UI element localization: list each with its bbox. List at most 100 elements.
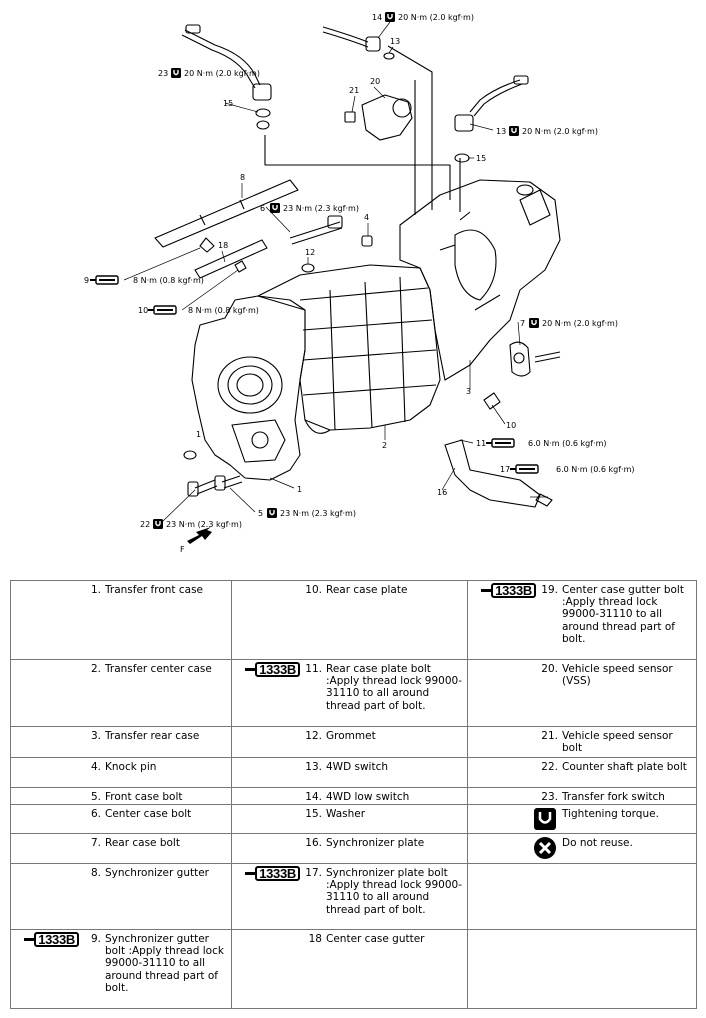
legend-cell: 4. Knock pin bbox=[10, 757, 232, 788]
callout-2: 2 bbox=[382, 441, 387, 450]
legend-item-text: Vehicle speed sensor (VSS) bbox=[562, 663, 673, 688]
callout-9-torque: 8 N·m (0.8 kgf·m) bbox=[133, 276, 204, 285]
legend-item-number: 17. bbox=[305, 867, 322, 879]
callout-9: 9 bbox=[84, 276, 89, 285]
do-not-reuse-icon bbox=[534, 837, 556, 859]
thread-lock-icon bbox=[509, 464, 539, 474]
legend-row: 6.Center case bolt 15. Washer Tightening to… bbox=[10, 804, 697, 834]
callout-14: 14 bbox=[372, 13, 382, 22]
legend-item-text: Synchronizer gutter bolt :Apply thread l… bbox=[105, 933, 224, 994]
callout-6: 6 bbox=[260, 204, 265, 213]
legend-item-text: Vehicle speed sensor bolt bbox=[562, 730, 673, 755]
leader-lines bbox=[123, 21, 548, 523]
callout-17-torque: 6.0 N·m (0.6 kgf·m) bbox=[556, 465, 635, 474]
parts-legend-table: 1.Transfer front case 10. Rear case plate 1… bbox=[10, 580, 697, 1009]
legend-item-number: 6. bbox=[90, 808, 101, 820]
callout-13-washer: 13 bbox=[390, 37, 400, 46]
legend-cell: 16.Synchronizer plate bbox=[231, 833, 468, 864]
callout-20: 20 bbox=[370, 77, 380, 86]
callout-21: 21 bbox=[349, 86, 359, 95]
legend-cell: 20.Vehicle speed sensor (VSS) bbox=[467, 659, 697, 727]
legend-item-number: 14. bbox=[305, 791, 322, 803]
thread-lock-icon bbox=[485, 438, 515, 448]
legend-item-number: 22. bbox=[541, 761, 558, 773]
callout-17: 17 bbox=[500, 465, 510, 474]
torque-icon bbox=[534, 808, 556, 830]
torque-icon bbox=[508, 125, 520, 137]
legend-cell: 15. Washer bbox=[231, 804, 468, 834]
legend-cell: 21. Vehicle speed sensor bolt bbox=[467, 726, 697, 758]
thread-lock-code: 1333B bbox=[491, 583, 536, 598]
legend-item-text: Synchronizer plate bbox=[326, 837, 425, 849]
callout-13: 13 bbox=[496, 127, 506, 136]
legend-item-number: 4. bbox=[90, 761, 101, 773]
legend-cell: 8.Synchronizer gutter bbox=[10, 863, 232, 930]
torque-icon bbox=[384, 11, 396, 23]
legend-row: 1.Transfer front case 10. Rear case plate 1… bbox=[10, 580, 697, 660]
callout-22: 22 bbox=[140, 520, 150, 529]
thread-lock-icon bbox=[147, 305, 177, 315]
legend-cell bbox=[467, 863, 697, 930]
legend-item-text: Synchronizer plate bolt :Apply thread lo… bbox=[326, 867, 462, 916]
thread-lock-icon bbox=[89, 275, 119, 285]
torque-icon bbox=[152, 518, 164, 530]
thread-lock-code: 1333B bbox=[34, 932, 79, 947]
callout-6-torque: 23 N·m (2.3 kgf·m) bbox=[283, 204, 359, 213]
legend-cell: 1333B 17. Synchronizer plate bolt :Apply t… bbox=[231, 863, 468, 930]
legend-item-text: Transfer fork switch bbox=[562, 791, 665, 803]
thread-lock-badge-icon: 1333B bbox=[481, 583, 536, 598]
callout-7: 7 bbox=[520, 319, 525, 328]
legend-cell: Do not reuse. bbox=[467, 833, 697, 864]
legend-item-number: 19. bbox=[541, 584, 558, 596]
torque-icon bbox=[266, 507, 278, 519]
callout-13-torque: 20 N·m (2.0 kgf·m) bbox=[522, 127, 598, 136]
callout-23: 23 bbox=[158, 69, 168, 78]
legend-cell: 12.Grommet bbox=[231, 726, 468, 758]
callout-3: 3 bbox=[466, 387, 471, 396]
legend-item-number: 5. bbox=[90, 791, 101, 803]
legend-cell: 14.4WD low switch bbox=[231, 787, 468, 805]
legend-cell: 6.Center case bolt bbox=[10, 804, 232, 834]
legend-row: 3. Transfer rear case 12.Grommet 21. Vehicle… bbox=[10, 726, 697, 758]
thread-lock-code: 1333B bbox=[255, 866, 300, 881]
callout-18: 18 bbox=[218, 241, 228, 250]
torque-icon bbox=[269, 202, 281, 214]
thread-lock-badge-icon: 1333B bbox=[24, 932, 79, 947]
legend-item-text: Synchronizer gutter bbox=[105, 867, 210, 879]
callout-10: 10 bbox=[506, 421, 516, 430]
legend-item-number: 21. bbox=[541, 730, 558, 742]
torque-icon bbox=[528, 317, 540, 329]
torque-icon bbox=[170, 67, 182, 79]
legend-item-number: 1. bbox=[90, 584, 101, 596]
callout-11-torque: 6.0 N·m (0.6 kgf·m) bbox=[528, 439, 607, 448]
legend-item-text: Grommet bbox=[326, 730, 376, 742]
front-direction-arrow: F bbox=[180, 527, 212, 554]
legend-item-text: Rear case plate bolt :Apply thread lock … bbox=[326, 663, 462, 712]
front-label: F bbox=[180, 545, 185, 554]
legend-cell: Tightening torque. bbox=[467, 804, 697, 834]
legend-item-number: 2. bbox=[90, 663, 101, 675]
legend-item-text: Center case gutter bbox=[326, 933, 425, 945]
callout-5: 5 bbox=[258, 509, 263, 518]
legend-item-text: Transfer rear case bbox=[105, 730, 200, 742]
legend-item-number: 3. bbox=[90, 730, 101, 742]
legend-item-number: 10. bbox=[305, 584, 322, 596]
legend-cell: 1.Transfer front case bbox=[10, 580, 232, 660]
legend-item-text: Rear case plate bbox=[326, 584, 408, 596]
callout-10-bolt: 10 bbox=[138, 306, 148, 315]
thread-lock-badge-icon: 1333B bbox=[245, 662, 300, 677]
legend-item-text: Transfer center case bbox=[105, 663, 212, 675]
legend-item-text: Tightening torque. bbox=[562, 808, 659, 820]
callout-12: 12 bbox=[305, 248, 315, 257]
legend-item-text: Washer bbox=[326, 808, 366, 820]
legend-item-number: 15. bbox=[305, 808, 322, 820]
callout-7-torque: 20 N·m (2.0 kgf·m) bbox=[542, 319, 618, 328]
legend-item-text: Knock pin bbox=[105, 761, 157, 773]
legend-item-text: Rear case bolt bbox=[105, 837, 180, 849]
